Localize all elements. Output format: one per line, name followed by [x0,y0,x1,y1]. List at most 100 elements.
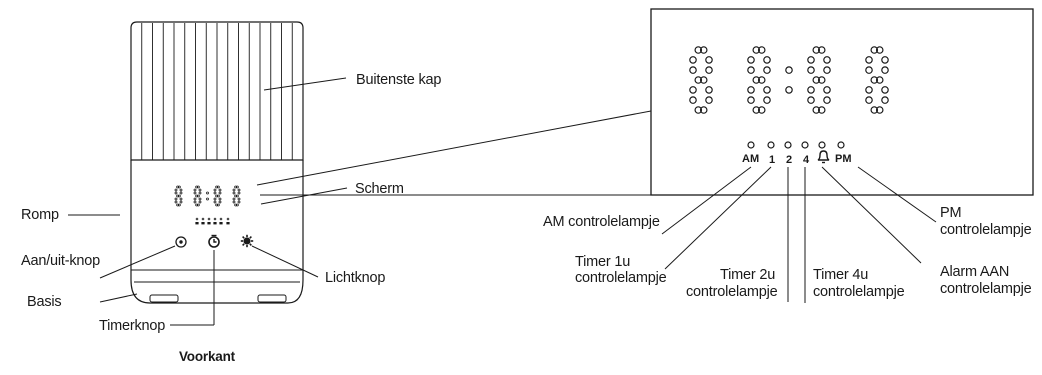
display-dot [198,197,202,201]
display-dot [881,66,889,74]
indicator-led [784,141,792,149]
display-dot [823,66,831,74]
display-zoom-frame [650,8,1034,196]
label-body: Romp [21,207,59,223]
display-dot [179,191,183,195]
display-dot [174,188,178,192]
device-body [130,160,304,304]
display-dot [689,66,697,74]
display-dot [232,188,236,192]
display-dot [177,194,181,198]
display-dot [812,76,821,84]
display-dot [823,56,831,64]
sun-ray [249,236,252,239]
display-dot [807,86,815,94]
outer-cap [130,21,304,161]
sun-ray [242,236,245,239]
display-dot [196,203,200,207]
display-dot [216,194,220,198]
display-dot [807,56,815,64]
display-dot [763,66,771,74]
display-dot [232,191,236,195]
cap-ribs [141,23,293,160]
indicator-led [747,141,755,149]
display-dot [705,66,713,74]
display-dot [763,56,771,64]
display-dot [875,106,884,114]
display-dot [237,188,241,192]
light-button-icon[interactable] [240,234,254,248]
display-dot [689,86,697,94]
display-dot [235,185,239,189]
symbol-pm: PM [835,153,852,165]
display-dot [179,197,183,201]
label-timer-1h-line2: controlelampje [575,270,667,286]
display-dot [865,96,873,104]
indicator-led [801,141,809,149]
display-dot [812,106,821,114]
display-dot [757,46,766,54]
label-screen: Scherm [355,181,404,197]
display-dot [699,106,708,114]
display-dot [235,203,239,207]
display-dot [817,106,826,114]
display-dot [232,200,236,204]
display-dot [747,66,755,74]
display-dot [694,46,703,54]
label-timer-2h-line2: controlelampje [686,284,778,300]
label-am-indicator: AM controlelampje [543,214,660,230]
device-led [213,217,217,221]
display-dot [823,96,831,104]
display-dot [218,188,222,192]
display-dot [193,200,197,204]
display-dot [196,194,200,198]
foot-right [257,294,287,303]
display-dot [705,96,713,104]
display-leader-lines [661,166,937,303]
display-dot [213,191,217,195]
indicator-led [818,141,826,149]
device-led-symbol [219,222,223,225]
device-led [195,217,199,221]
colon-dot [206,191,209,195]
label-timer-button: Timerknop [99,318,165,334]
device-led [201,217,205,221]
display-dot [196,185,200,189]
timer-button-icon[interactable] [208,234,220,248]
device-led-symbol [207,222,211,225]
label-alarm-on-line2: controlelampje [940,281,1032,297]
display-dot [763,96,771,104]
display-dot [807,96,815,104]
display-dot [174,200,178,204]
caption-front: Voorkant [179,349,236,364]
display-dot [881,96,889,104]
display-dot [747,96,755,104]
display-dot [213,200,217,204]
foot-left [149,294,179,303]
indicator-led [837,141,845,149]
label-timer-4h-line2: controlelampje [813,284,905,300]
display-dot [865,66,873,74]
display-dot [193,197,197,201]
display-dot [174,191,178,195]
display-dot [705,56,713,64]
display-dot [875,46,884,54]
display-dot [198,200,202,204]
display-dot [177,203,181,207]
display-dot [747,56,755,64]
display-dot [213,197,217,201]
display-dot [216,185,220,189]
power-button[interactable] [175,236,187,248]
display-dot [218,197,222,201]
display-dot [752,106,761,114]
display-dot [237,200,241,204]
indicator-led [767,141,775,149]
display-dot [763,86,771,94]
device-front-view [130,21,304,304]
display-dot [174,197,178,201]
label-light-button: Lichtknop [325,270,385,286]
display-dot [177,185,181,189]
display-dot [812,46,821,54]
display-dot [235,194,239,198]
display-dot [694,76,703,84]
